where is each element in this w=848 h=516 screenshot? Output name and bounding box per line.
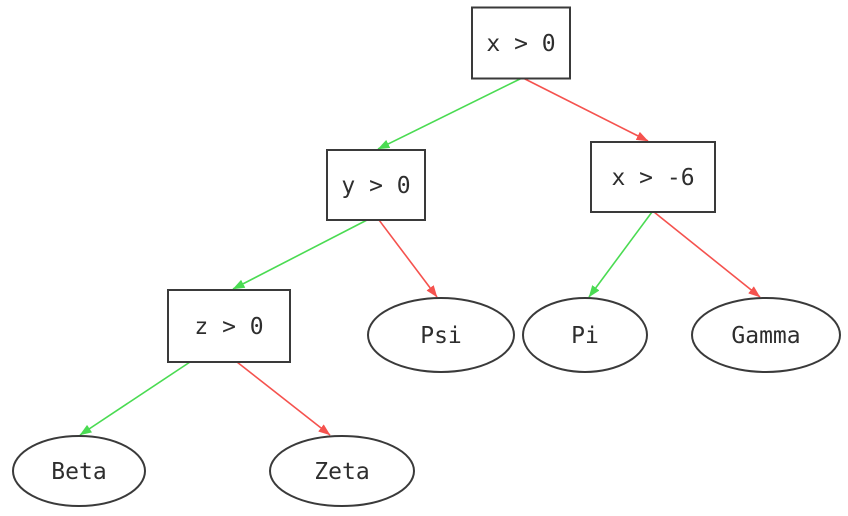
node-label: Pi bbox=[571, 323, 599, 349]
decision-box-shape bbox=[471, 6, 571, 80]
tree-node-beta: Beta bbox=[12, 435, 146, 507]
node-label: Zeta bbox=[314, 459, 369, 485]
leaf-ellipse-shape bbox=[269, 435, 415, 507]
edge-line-true bbox=[79, 361, 191, 436]
edge-line-true bbox=[588, 211, 653, 298]
tree-edge-xm6-pi bbox=[588, 211, 653, 298]
leaf-ellipse-shape bbox=[367, 297, 515, 373]
leaf-ellipse-shape bbox=[691, 297, 841, 373]
tree-edge-x0-xm6 bbox=[523, 77, 649, 142]
tree-node-psi: Psi bbox=[367, 297, 515, 373]
decision-box-shape bbox=[590, 141, 716, 213]
edge-line-false bbox=[378, 219, 438, 298]
tree-node-pi: Pi bbox=[522, 297, 648, 373]
decision-box-shape bbox=[326, 149, 426, 221]
edge-line-false bbox=[523, 77, 649, 142]
tree-node-gamma: Gamma bbox=[691, 297, 841, 373]
tree-edge-xm6-gamma bbox=[653, 211, 761, 298]
node-label: Psi bbox=[420, 323, 462, 349]
node-label: x > -6 bbox=[611, 165, 694, 191]
node-label: y > 0 bbox=[341, 173, 410, 199]
tree-edge-x0-y0 bbox=[377, 77, 522, 150]
edge-line-false bbox=[653, 211, 761, 298]
tree-node-z0: z > 0 bbox=[167, 289, 291, 363]
tree-node-y0: y > 0 bbox=[326, 149, 426, 221]
node-label: x > 0 bbox=[486, 31, 555, 57]
tree-node-x0: x > 0 bbox=[471, 6, 571, 80]
tree-node-zeta: Zeta bbox=[269, 435, 415, 507]
node-label: Gamma bbox=[731, 323, 800, 349]
tree-edge-y0-psi bbox=[378, 219, 438, 298]
tree-edge-y0-z0 bbox=[232, 219, 368, 290]
node-label: z > 0 bbox=[194, 314, 263, 340]
decision-box-shape bbox=[167, 289, 291, 363]
edge-line-true bbox=[232, 219, 368, 290]
edge-line-true bbox=[377, 77, 522, 150]
tree-node-xm6: x > -6 bbox=[590, 141, 716, 213]
tree-edge-z0-beta bbox=[79, 361, 191, 436]
edge-line-false bbox=[236, 361, 331, 436]
leaf-ellipse-shape bbox=[522, 297, 648, 373]
tree-edge-z0-zeta bbox=[236, 361, 331, 436]
node-label: Beta bbox=[51, 459, 106, 485]
leaf-ellipse-shape bbox=[12, 435, 146, 507]
